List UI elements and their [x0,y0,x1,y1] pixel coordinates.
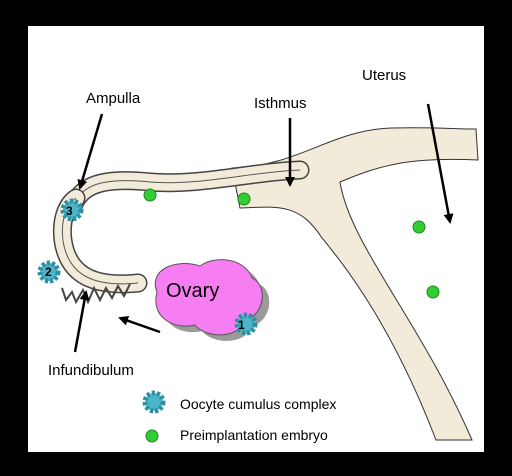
oocyte-number-3: 3 [66,204,73,218]
legend-oocyte-icon [142,390,166,414]
oocyte-icon-3 [60,198,84,222]
legend-oocyte-label: Oocyte cumulus complex [180,396,337,412]
oviduct-lumen [74,169,301,203]
legend-embryo-label: Preimplantation embryo [180,427,328,443]
ampulla-label: Ampulla [86,90,141,107]
ampulla-arrow [77,113,104,190]
ovary-label: Ovary [166,280,220,302]
ovary-shape [154,259,263,336]
isthmus-label: Isthmus [254,95,307,112]
embryo-dot [412,220,426,234]
uterus-label: Uterus [362,67,407,84]
embryo-dot [426,285,440,299]
white-panel [28,26,484,452]
infundibulum-arrow [73,290,90,353]
oocyte-icon-1 [234,312,258,336]
oocyte-number-2: 2 [45,265,52,279]
oocyte-icon-2 [37,260,61,284]
uterus-arrow [426,103,454,224]
infundibulum-fimbriae [61,283,131,305]
oocyte-number-1: 1 [238,318,245,332]
ovulation-arrow [118,315,161,334]
embryo-dot [237,192,251,206]
legend-embryo-icon [145,429,159,443]
uterus-shape [231,127,479,441]
infundibulum-label: Infundibulum [48,362,134,379]
embryo-dot [143,188,157,202]
